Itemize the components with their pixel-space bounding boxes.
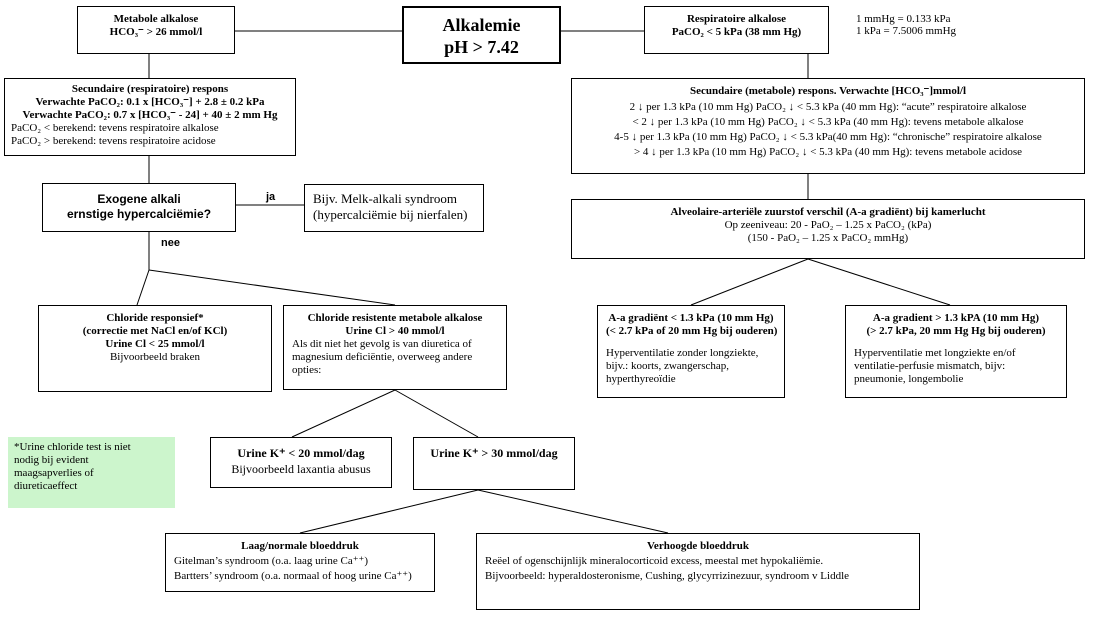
alkalemia-title-box: Alkalemie pH > 7.42 <box>402 6 561 64</box>
clresp-title: Chloride responsief* <box>106 312 204 324</box>
bpnorm-title: Laag/normale bloeddruk <box>241 540 359 552</box>
urine-chloride-note: *Urine chloride test is niet nodig bij e… <box>8 437 175 508</box>
urine-k-high-box: Urine K⁺ > 30 mmol/dag <box>413 437 575 490</box>
aa-line1: Op zeeniveau: 20 - PaO₂ – 1.25 x PaCO₂ (… <box>724 219 932 231</box>
milk-alkali-box: Bijv. Melk-alkali syndroom (hypercalciëm… <box>304 184 484 232</box>
urine-k-low-box: Urine K⁺ < 20 mmol/dag Bijvoorbeeld laxa… <box>210 437 392 488</box>
line-khigh-bphigh <box>477 489 669 534</box>
aahigh-line2: ventilatie-perfusie mismatch, bijv: <box>854 360 1006 372</box>
clres-line4: opties: <box>292 364 322 376</box>
aa-low-box: A-a gradiënt < 1.3 kPa (10 mm Hg) (< 2.7… <box>597 305 785 398</box>
line-resist-khigh <box>394 389 479 438</box>
line-split-left <box>136 269 150 306</box>
secmet-line2: < 2 ↓ per 1.3 kPa (10 mm Hg) PaCO₂ ↓ < 5… <box>632 116 1024 128</box>
no-label: nee <box>161 237 180 249</box>
note-line2: nodig bij evident <box>14 454 89 466</box>
clres-line2: Als dit niet het gevolg is van diuretica… <box>292 338 472 350</box>
respiratory-alkalosis-box: Respiratoire alkalose PaCO₂ < 5 kPa (38 … <box>644 6 829 54</box>
secresp-title: Secundaire (respiratoire) respons <box>71 83 229 95</box>
klow-title: Urine K⁺ < 20 mmol/dag <box>237 446 365 460</box>
metabolic-line1: Metabole alkalose <box>113 13 199 25</box>
respiratory-line2: PaCO₂ < 5 kPa (38 mm Hg) <box>671 26 802 38</box>
bp-normal-box: Laag/normale bloeddruk Gitelman’s syndro… <box>165 533 435 592</box>
secresp-line4: PaCO₂ > berekend: tevens respiratoire ac… <box>11 135 216 147</box>
aahigh-line3: pneumonie, longembolie <box>854 373 964 385</box>
clres-line1: Urine Cl > 40 mmol/l <box>345 325 445 337</box>
title-line2: pH > 7.42 <box>444 37 519 57</box>
exogenous-line2: ernstige hypercalciëmie? <box>66 207 212 221</box>
secmet-line4: > 4 ↓ per 1.3 kPa (10 mm Hg) PaCO₂ ↓ < 5… <box>633 146 1023 158</box>
aalow-line3: hyperthyreoïdie <box>606 373 676 385</box>
conversion-line1: 1 mmHg = 0.133 kPa <box>856 13 951 25</box>
line-resist-klow <box>291 389 396 438</box>
line-split-right <box>148 269 396 306</box>
note-line3: maagsapverlies of <box>14 467 94 479</box>
clresp-line2: Urine Cl < 25 mmol/l <box>105 338 205 350</box>
yes-label: ja <box>266 191 276 203</box>
metabolic-line2: HCO₃⁻ > 26 mmol/l <box>109 26 203 38</box>
aahigh-title1: A-a gradient > 1.3 kPA (10 mm Hg) <box>872 312 1040 324</box>
klow-line1: Bijvoorbeeld laxantia abusus <box>231 462 371 476</box>
aa-high-box: A-a gradient > 1.3 kPA (10 mm Hg) (> 2.7… <box>845 305 1067 398</box>
secondary-metabolic-box: Secundaire (metabole) respons. Verwachte… <box>571 78 1085 174</box>
aa-title: Alveolaire-arteriële zuurstof verschil (… <box>670 206 986 218</box>
bpnorm-line1: Gitelman’s syndroom (o.a. laag urine Ca⁺… <box>174 555 368 567</box>
metabolic-alkalosis-box: Metabole alkalose HCO₃⁻ > 26 mmol/l <box>77 6 235 54</box>
milk-line2: (hypercalciëmie bij nierfalen) <box>313 207 468 222</box>
respiratory-line1: Respiratoire alkalose <box>686 13 787 25</box>
exogenous-line1: Exogene alkali <box>97 192 181 206</box>
line-aa-high <box>807 258 951 306</box>
aahigh-title2: (> 2.7 kPa, 20 mm Hg Hg bij ouderen) <box>866 325 1046 337</box>
secresp-line1: Verwachte PaCO₂: 0.1 x [HCO₃⁻] + 2.8 ± 0… <box>35 96 265 108</box>
clresp-line3: Bijvoorbeeld braken <box>109 351 201 363</box>
bpnorm-line2: Bartters’ syndroom (o.a. normaal of hoog… <box>174 570 412 582</box>
conversion-line2: 1 kPa = 7.5006 mmHg <box>856 25 957 37</box>
aalow-title2: (< 2.7 kPa of 20 mm Hg bij ouderen) <box>606 325 778 337</box>
aalow-line2: bijv.: koorts, zwangerschap, <box>606 360 730 372</box>
secresp-line3: PaCO₂ < berekend: tevens respiratoire al… <box>11 122 219 134</box>
note-line1: *Urine chloride test is niet <box>14 441 131 453</box>
secmet-line1: 2 ↓ per 1.3 kPa (10 mm Hg) PaCO₂ ↓ < 5.3… <box>629 101 1027 113</box>
secresp-line2: Verwachte PaCO₂: 0.7 x [HCO₃⁻ - 24] + 40… <box>22 109 278 121</box>
clresp-line1: (correctie met NaCl en/of KCl) <box>82 325 228 337</box>
aa-gradient-box: Alveolaire-arteriële zuurstof verschil (… <box>571 199 1085 259</box>
aalow-line1: Hyperventilatie zonder longziekte, <box>606 347 759 359</box>
secondary-respiratory-box: Secundaire (respiratoire) respons Verwac… <box>4 78 296 156</box>
khigh-title: Urine K⁺ > 30 mmol/dag <box>430 446 558 460</box>
chloride-resistant-box: Chloride resistente metabole alkalose Ur… <box>283 305 507 390</box>
bp-high-box: Verhoogde bloeddruk Reëel of ogenschijnl… <box>476 533 920 610</box>
bphigh-title: Verhoogde bloeddruk <box>647 540 749 552</box>
bphigh-line1: Reëel of ogenschijnlijk mineralocorticoi… <box>485 555 824 567</box>
chloride-responsive-box: Chloride responsief* (correctie met NaCl… <box>38 305 272 392</box>
aahigh-line1: Hyperventilatie met longziekte en/of <box>854 347 1016 359</box>
aalow-title1: A-a gradiënt < 1.3 kPa (10 mm Hg) <box>608 312 774 324</box>
secmet-line3: 4-5 ↓ per 1.3 kPa (10 mm Hg) PaCO₂ ↓ < 5… <box>614 131 1042 143</box>
line-khigh-bpnormal <box>299 489 479 534</box>
milk-line1: Bijv. Melk-alkali syndroom <box>313 191 457 206</box>
secmet-title: Secundaire (metabole) respons. Verwachte… <box>689 85 967 97</box>
clres-line3: magnesium deficiëntie, overweeg andere <box>292 351 473 363</box>
title-line1: Alkalemie <box>442 15 521 35</box>
exogenous-alkali-box: Exogene alkali ernstige hypercalciëmie? <box>42 183 236 232</box>
bphigh-line2: Bijvoorbeeld: hyperaldosteronisme, Cushi… <box>485 570 850 582</box>
note-line4: diureticaeffect <box>14 480 78 492</box>
unit-conversion: 1 mmHg = 0.133 kPa 1 kPa = 7.5006 mmHg <box>856 13 956 37</box>
aa-line2: (150 - PaO₂ – 1.25 x PaCO₂ mmHg) <box>747 232 909 244</box>
line-aa-low <box>690 258 809 306</box>
clres-title: Chloride resistente metabole alkalose <box>307 312 483 324</box>
